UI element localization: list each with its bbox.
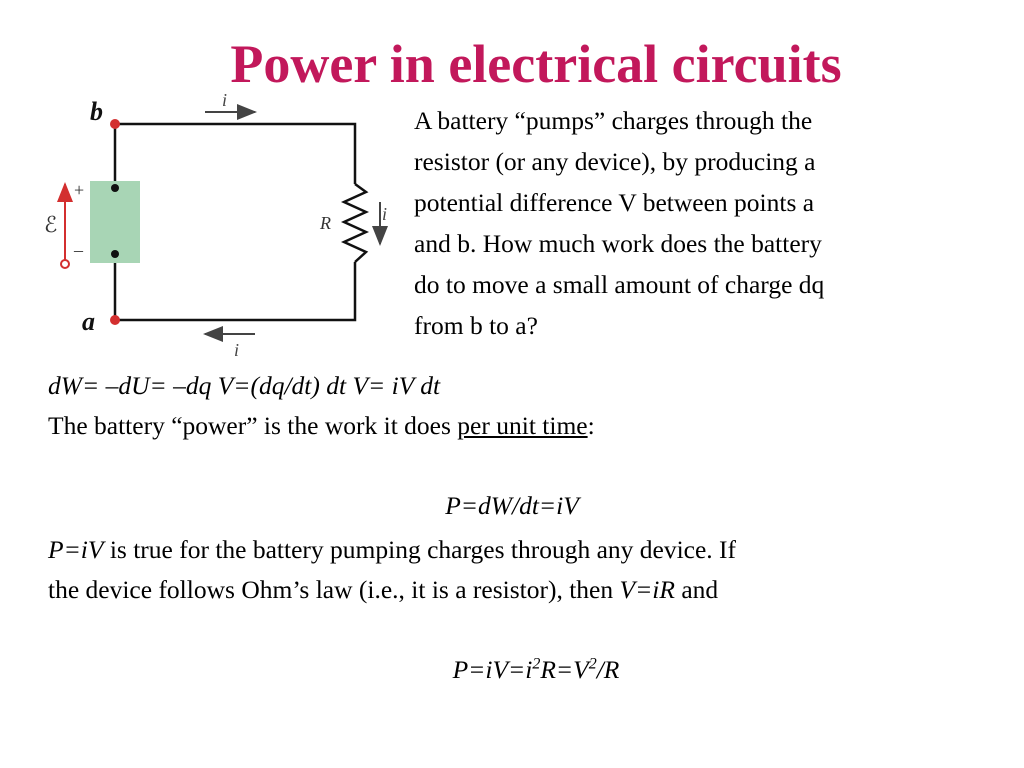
battery-terminal bbox=[111, 184, 119, 192]
current-label-right: i bbox=[382, 204, 387, 224]
piv-text-3: and bbox=[674, 575, 719, 604]
eq3-part: R=V bbox=[540, 655, 589, 684]
description-line: potential difference V between points a bbox=[414, 188, 815, 217]
circuit-wire bbox=[115, 122, 357, 184]
piv-paragraph-line-1: P=iV is true for the battery pumping cha… bbox=[48, 530, 736, 570]
power-definition-colon: : bbox=[587, 411, 595, 440]
current-label-bottom: i bbox=[234, 340, 239, 360]
battery-plus-label: + bbox=[74, 180, 84, 200]
description-line: A battery “pumps” charges through the bbox=[414, 106, 813, 135]
ohm-equation: V=iR bbox=[619, 575, 675, 604]
power-resistor-equation: P=iV=i2R=V2/R bbox=[0, 650, 1024, 690]
work-equation: dW= –dU= –dq V=(dq/dt) dt V= iV dt bbox=[48, 371, 441, 400]
node-b bbox=[110, 119, 120, 129]
eq3-superscript: 2 bbox=[588, 655, 597, 673]
emf-arrow-tail bbox=[60, 259, 70, 269]
description-line: do to move a small amount of charge dq bbox=[414, 270, 825, 299]
battery-body bbox=[90, 181, 140, 263]
resistor-label: R bbox=[319, 213, 331, 233]
piv-text-2: the device follows Ohm’s law (i.e., it i… bbox=[48, 575, 620, 604]
power-definition-text: The battery “power” is the work it does bbox=[48, 411, 458, 440]
power-equation: P=dW/dt=iV bbox=[445, 491, 579, 520]
resistor-symbol bbox=[340, 182, 370, 263]
slide-title: Power in electrical circuits bbox=[230, 34, 842, 94]
eq3-part: /R bbox=[596, 655, 620, 684]
circuit-wire bbox=[115, 262, 357, 322]
eq3-part: P=iV=i bbox=[452, 655, 533, 684]
node-a bbox=[110, 315, 120, 325]
piv-equation: P=iV bbox=[48, 535, 104, 564]
battery-minus-label: – bbox=[73, 240, 84, 260]
description-text: A battery “pumps” charges through the re… bbox=[414, 100, 974, 346]
description-line: and b. How much work does the battery bbox=[414, 229, 822, 258]
piv-paragraph-line-2: the device follows Ohm’s law (i.e., it i… bbox=[48, 570, 718, 610]
eq3-superscript: 2 bbox=[532, 655, 541, 673]
description-line: from b to a? bbox=[414, 311, 538, 340]
power-definition: The battery “power” is the work it does … bbox=[48, 406, 595, 446]
description-line: resistor (or any device), by producing a bbox=[414, 147, 816, 176]
node-a-label: a bbox=[82, 307, 95, 336]
per-unit-time-emphasis: per unit time bbox=[457, 411, 588, 440]
current-label-top: i bbox=[222, 90, 227, 110]
emf-label: ℰ bbox=[44, 213, 57, 238]
battery-terminal bbox=[111, 250, 119, 258]
node-b-label: b bbox=[90, 97, 103, 126]
piv-text-1: is true for the battery pumping charges … bbox=[103, 535, 737, 564]
circuit-diagram: R i i i + – ℰ b a bbox=[44, 90, 388, 360]
